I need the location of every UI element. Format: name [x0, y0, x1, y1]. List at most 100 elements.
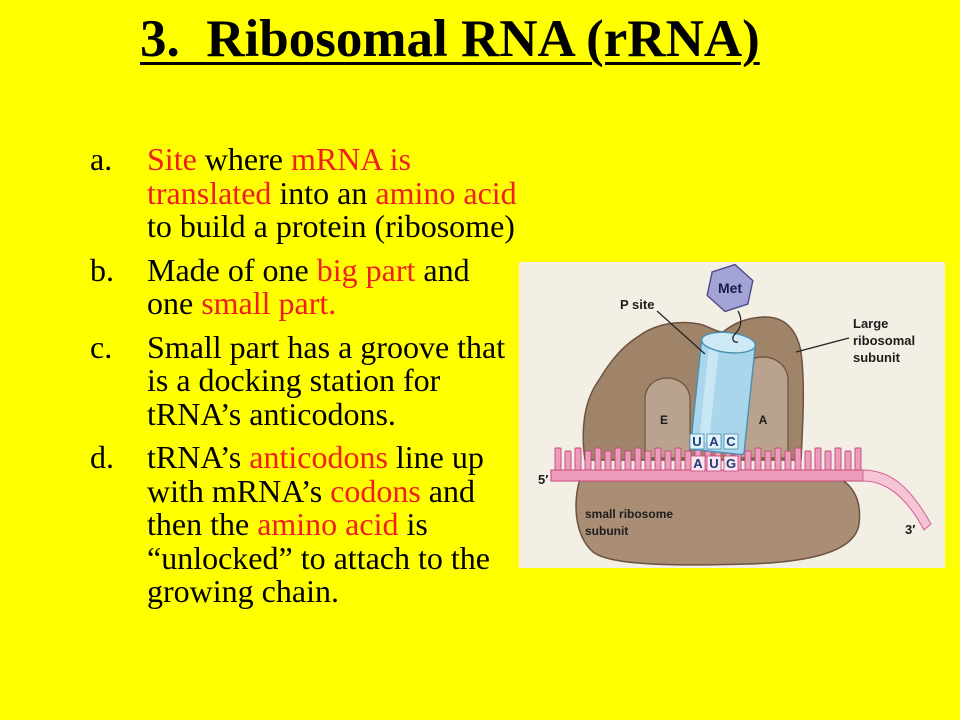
text-segment: and [415, 251, 470, 288]
anticodon-box [689, 433, 705, 450]
text-segment: into an [271, 174, 376, 211]
mrna-base-tooth [584, 450, 592, 472]
mrna-base-tooth [844, 450, 852, 472]
mrna-base-tooth [764, 450, 772, 472]
mrna-base-tooth [684, 450, 692, 472]
anticodon-base: U [692, 434, 701, 449]
text-segment: growing chain. [147, 573, 339, 609]
large-subunit-label-line: subunit [853, 350, 901, 365]
e-site-label: E [660, 413, 668, 427]
text-line: Small part has a groove that [147, 328, 519, 365]
e-site-pocket [644, 377, 691, 459]
mrna-backbone [550, 469, 866, 482]
text-line: then the amino acid is [147, 506, 519, 542]
p-site-label: P site [620, 297, 654, 312]
text-segment: where [196, 141, 291, 177]
highlighted-term: Site [147, 141, 197, 177]
codon-box [706, 455, 722, 472]
mrna-base-tooth [754, 447, 762, 472]
text-line: one small part. [147, 285, 519, 321]
highlighted-term: anticodons [249, 439, 388, 475]
mrna-base-tooth [634, 447, 642, 472]
mrna-tail [862, 469, 932, 531]
five-prime-label: 5′ [538, 472, 548, 487]
anticodon-box [706, 433, 722, 450]
codon-box [723, 455, 739, 472]
mrna-base-tooth [674, 447, 682, 472]
mrna-base-tooth [774, 447, 782, 472]
text-line: “unlocked” to attach to the [147, 539, 519, 576]
highlighted-term: amino acid [257, 506, 399, 542]
mrna-base-tooth [834, 447, 842, 472]
large-subunit-leader-line [795, 337, 850, 353]
codon-box [690, 455, 706, 472]
anticodon-base: A [709, 434, 719, 449]
highlighted-term: mRNA is [290, 141, 411, 177]
text-line: tRNA’s anticodons. [147, 395, 519, 432]
list-marker: a. [90, 141, 113, 177]
mrna-base-tooth [614, 447, 622, 472]
mrna-base-tooth [804, 450, 812, 472]
text-line: to build a protein (ribosome) [147, 208, 519, 244]
mrna-base-tooth [564, 450, 572, 472]
mrna-base-tooth [574, 447, 582, 472]
met-amino-acid [706, 263, 754, 313]
text-segment: Made of one [147, 251, 317, 288]
highlighted-term: amino acid [375, 174, 517, 211]
text-line: with mRNA’s codons and [147, 472, 519, 509]
text-line: growing chain. [147, 573, 519, 609]
text-segment: tRNA’s anticodons. [147, 395, 396, 432]
highlighted-term: codons [330, 472, 421, 509]
a-site-label: A [759, 413, 768, 427]
mrna-base-tooth [814, 447, 822, 472]
small-subunit-label-line: small ribosome [585, 507, 673, 521]
mrna-base-tooth [664, 450, 672, 472]
text-segment: and [420, 472, 475, 509]
mrna-base-tooth [744, 450, 752, 472]
text-segment: to build a protein (ribosome) [147, 208, 515, 244]
text-segment: is [398, 506, 428, 542]
text-segment: “unlocked” to attach to the [147, 539, 490, 576]
highlighted-term: translated [147, 174, 272, 211]
trna-top [700, 331, 757, 354]
mrna-base-tooth [644, 450, 652, 472]
mrna-base-tooth [604, 450, 612, 472]
large-subunit-label-line: Large [853, 316, 888, 331]
text-segment: line up [387, 439, 484, 475]
text-line: translated into an amino acid [147, 174, 519, 211]
mrna-base-tooth [654, 447, 662, 472]
mrna-base-tooth [554, 447, 562, 472]
mrna-base-tooth [594, 447, 602, 472]
small-ribosomal-subunit [575, 472, 861, 566]
codon-base: U [709, 456, 718, 471]
text-line: Site where mRNA is [147, 141, 519, 177]
p-site-leader-line [656, 310, 706, 355]
text-segment: tRNA’s [147, 439, 250, 475]
text-segment: one [147, 285, 202, 321]
list-marker: b. [90, 251, 114, 288]
slide-title: 3. Ribosomal RNA (rRNA) [140, 10, 760, 68]
text-line: Made of one big part and [147, 251, 519, 288]
codon-base: A [693, 456, 703, 471]
highlighted-term: big part [316, 251, 416, 288]
text-segment: then the [147, 506, 258, 542]
amino-acid-linker [732, 310, 742, 343]
ribosome-diagram: E A U A C A U G [519, 262, 945, 568]
three-prime-label: 3′ [905, 522, 915, 537]
mrna-base-tooth [854, 447, 862, 472]
text-segment: Small part has a groove that [147, 328, 506, 365]
text-segment: is a docking station for [147, 362, 441, 398]
mrna-base-tooth [784, 450, 792, 472]
met-hexagon [706, 263, 754, 313]
small-subunit-label-line: subunit [585, 524, 628, 538]
trna [689, 331, 757, 456]
anticodon-base: C [726, 434, 736, 449]
text-line: is a docking station for [147, 362, 519, 398]
anticodon: U A C [689, 433, 739, 450]
